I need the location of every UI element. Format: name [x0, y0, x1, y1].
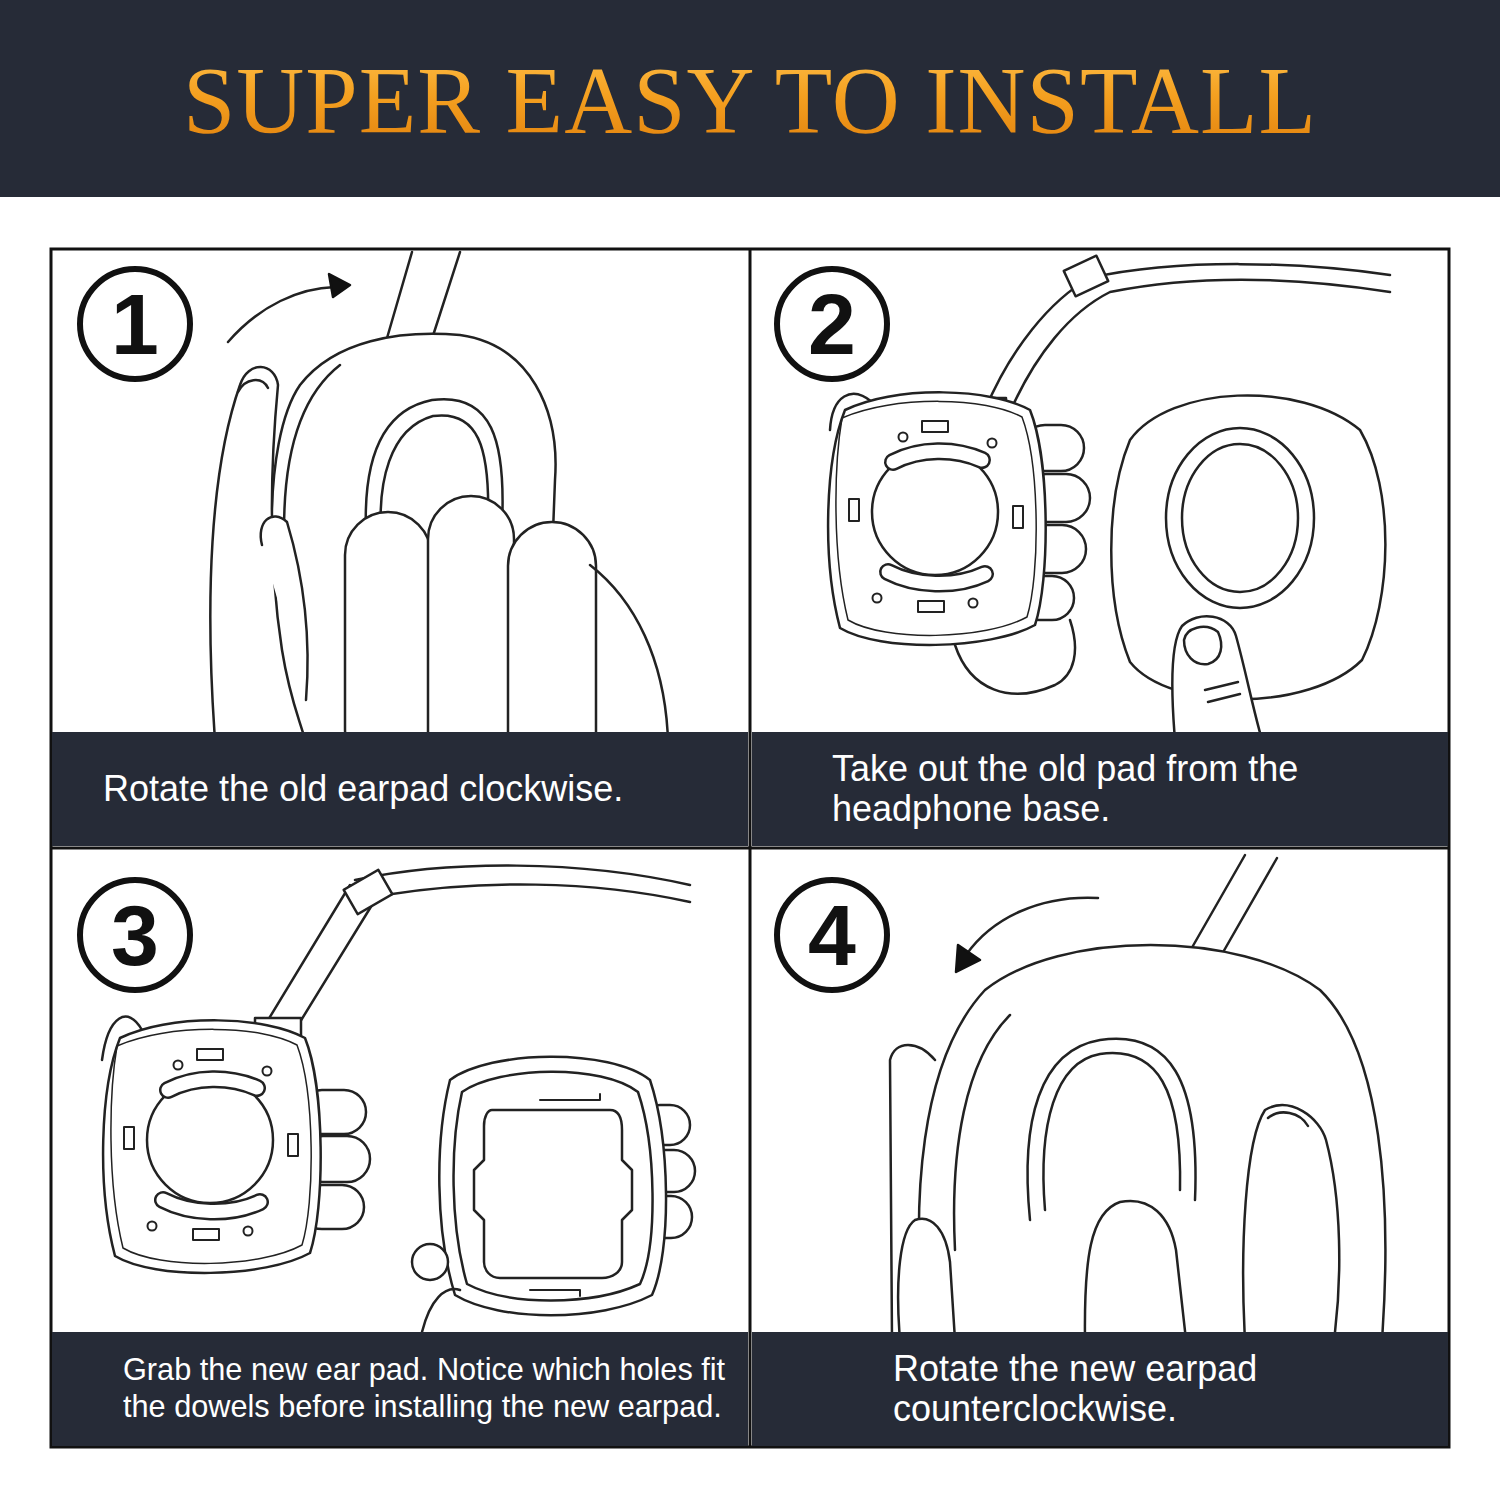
step-caption: Take out the old pad from the headphone …	[832, 749, 1426, 829]
circle-shape	[80, 880, 190, 990]
step-number: 3	[111, 892, 159, 978]
title-band: SUPER EASY TO INSTALL	[0, 0, 1500, 197]
step-caption: Rotate the new earpad counterclockwise.	[893, 1349, 1426, 1429]
caption-band: Take out the old pad from the headphone …	[752, 732, 1448, 846]
step-number: 2	[808, 281, 856, 367]
step-number-circle: 1	[76, 265, 194, 383]
step-number: 1	[111, 281, 159, 367]
circle-shape	[777, 880, 887, 990]
step-number-circle: 4	[773, 876, 891, 994]
page-title: SUPER EASY TO INSTALL	[183, 47, 1317, 155]
circle-shape	[80, 269, 190, 379]
caption-band: Rotate the new earpad counterclockwise.	[752, 1332, 1448, 1446]
circle-shape	[777, 269, 887, 379]
step-number: 4	[808, 892, 856, 978]
step-caption: Grab the new ear pad. Notice which holes…	[123, 1352, 726, 1425]
step-number-circle: 3	[76, 876, 194, 994]
step-number-circle: 2	[773, 265, 891, 383]
caption-band: Rotate the old earpad clockwise.	[52, 732, 748, 846]
step-caption: Rotate the old earpad clockwise.	[103, 769, 623, 809]
caption-band: Grab the new ear pad. Notice which holes…	[52, 1332, 748, 1446]
